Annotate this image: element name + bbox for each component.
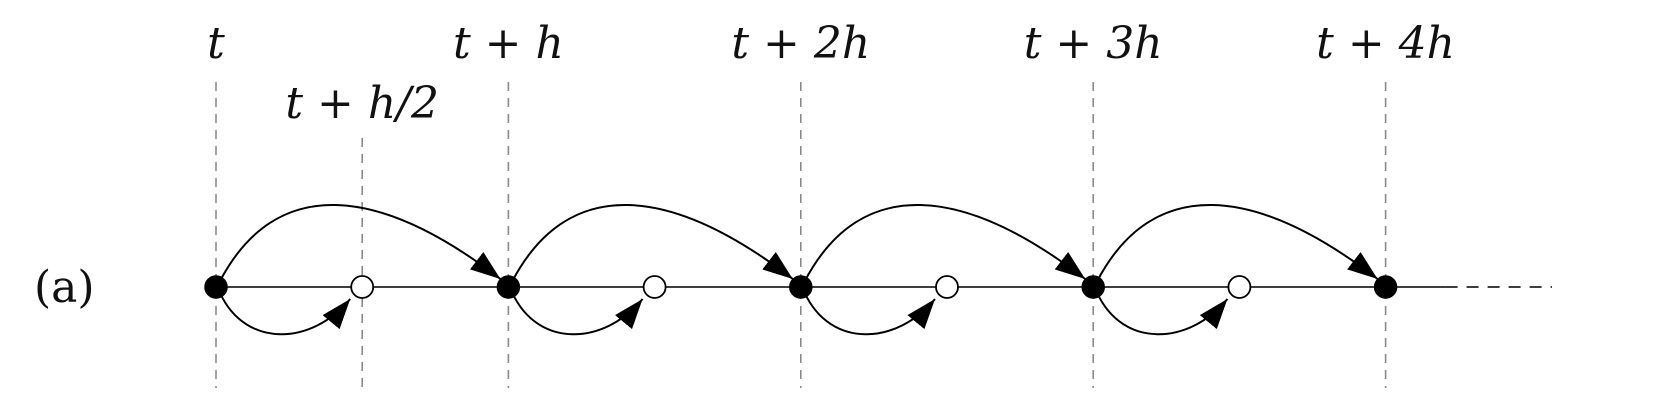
full-step-arrow [511, 204, 794, 282]
full-step-dot [204, 275, 228, 299]
half-step-dot [350, 275, 375, 299]
half-step-arrow [1096, 292, 1229, 336]
full-step-arrow [1096, 204, 1379, 282]
half-step-dot [642, 275, 667, 299]
full-step-arrow [219, 204, 502, 282]
time-label: t [207, 18, 225, 69]
half-step-arrow [803, 292, 936, 336]
full-step-dot [789, 275, 813, 299]
half-step-arrow [219, 292, 351, 336]
time-label: t + 2h [731, 18, 870, 69]
full-step-dot [1373, 275, 1398, 299]
time-label: t + 4h [1316, 18, 1455, 69]
panel-label: (a) [34, 262, 95, 313]
time-label: t + 3h [1024, 18, 1163, 69]
full-step-arrow [803, 204, 1086, 282]
vertical-guides [215, 82, 1387, 388]
time-label: t + h/2 [285, 78, 439, 129]
full-step-dot [1081, 275, 1105, 299]
time-points [204, 275, 1398, 299]
time-labels: t t + h/2 t + h t + 2h t + 3h t + 4h [207, 18, 1455, 129]
half-step-dot [1227, 275, 1252, 299]
full-step-dot [496, 275, 521, 299]
half-step-dot [935, 275, 959, 299]
half-step-arrow [511, 292, 644, 336]
time-label: t + h [453, 18, 564, 69]
step-arrows [219, 204, 1379, 336]
